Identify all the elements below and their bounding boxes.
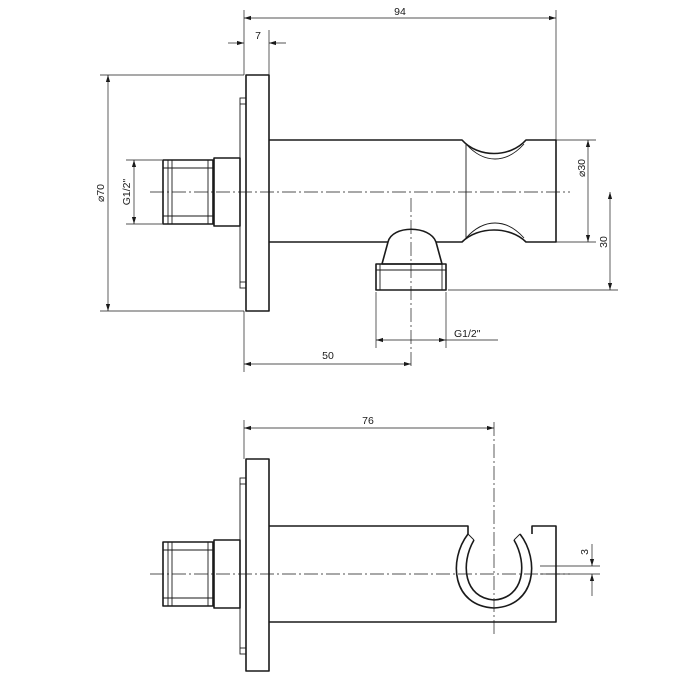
dim-outlet-thread-label: G1/2" bbox=[454, 328, 481, 340]
wall-flange-side bbox=[239, 458, 270, 672]
dim-outlet-offset: 30 bbox=[448, 192, 618, 291]
dim-inlet-thread: G1/2" bbox=[121, 159, 162, 225]
dim-body-diameter-label: ⌀30 bbox=[576, 159, 588, 177]
dim-outlet-position-label: 50 bbox=[322, 350, 334, 362]
dim-flange-thickness-label: 7 bbox=[255, 30, 261, 42]
dim-flange-diameter: ⌀70 bbox=[95, 74, 244, 312]
bottom-view: 76 3 bbox=[150, 415, 600, 672]
dim-outlet-thread: G1/2" bbox=[375, 292, 498, 348]
dim-flange-thickness: 7 bbox=[228, 30, 286, 75]
holder-body bbox=[269, 139, 557, 243]
top-view: 94 7 ⌀70 G1/2" ⌀30 bbox=[95, 6, 618, 372]
dim-outlet-offset-label: 30 bbox=[598, 236, 610, 248]
dim-outlet-position: 50 bbox=[243, 311, 411, 372]
dim-holder-length: 76 bbox=[243, 415, 494, 459]
wall-flange bbox=[239, 74, 270, 312]
dim-body-diameter: ⌀30 bbox=[556, 139, 596, 243]
dim-holder-length-label: 76 bbox=[362, 415, 374, 427]
dim-holder-offset-label: 3 bbox=[579, 549, 591, 555]
dim-inlet-thread-label: G1/2" bbox=[121, 178, 133, 205]
dim-overall-length-label: 94 bbox=[394, 6, 406, 18]
dim-overall-length: 94 bbox=[243, 6, 557, 140]
dim-holder-offset: 3 bbox=[540, 544, 600, 596]
dim-flange-diameter-label: ⌀70 bbox=[95, 184, 107, 202]
